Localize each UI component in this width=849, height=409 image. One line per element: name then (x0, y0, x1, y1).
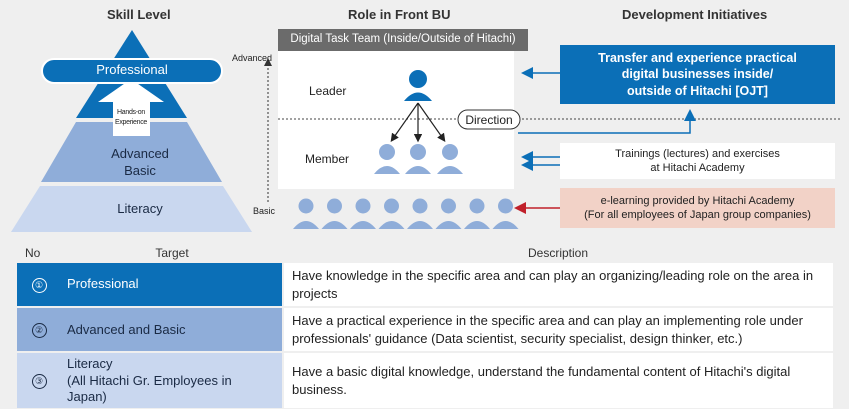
row-target: Literacy (All Hitachi Gr. Employees in J… (61, 352, 283, 409)
literacy-person-icon (350, 198, 376, 229)
trainings-text: Trainings (lectures) and exercises at Hi… (560, 143, 835, 179)
header-role: Role in Front BU (348, 7, 451, 22)
table-row: ① Professional Have knowledge in the spe… (17, 263, 833, 309)
pyramid-advanced-tier (41, 122, 222, 182)
hands-on-label: Hands-on Experience (108, 108, 154, 128)
header-skill-level: Skill Level (107, 7, 171, 22)
skill-description-table: No Target Description ① Professional Hav… (17, 243, 833, 409)
leader-icon (404, 70, 432, 101)
row-description: Have a practical experience in the speci… (282, 307, 833, 354)
member-label: Member (305, 152, 350, 166)
professional-banner (41, 58, 223, 84)
literacy-person-icon (492, 198, 519, 229)
row-target-line: (All Hitachi Gr. Employees in (67, 372, 232, 388)
row-number: ③ (17, 352, 61, 409)
literacy-person-icon (293, 198, 319, 229)
ojt-text: Transfer and experience practical digita… (560, 45, 835, 104)
elearning-line2: (For all employees of Japan group compan… (584, 209, 811, 221)
literacy-person-icon (321, 198, 348, 229)
hands-on-line2: Experience (114, 119, 148, 126)
header-development: Development Initiatives (622, 7, 768, 22)
basic-label: Basic (124, 163, 156, 178)
row-description: Have a basic digital knowledge, understa… (282, 352, 833, 409)
trainings-line2: at Hitachi Academy (650, 162, 745, 174)
table-header-row: No Target Description (17, 243, 833, 263)
row-number-badge: ① (31, 278, 47, 294)
row-target-line: Literacy (67, 356, 113, 372)
table-row: ③ Literacy (All Hitachi Gr. Employees in… (17, 352, 833, 409)
literacy-person-icon (407, 198, 433, 229)
ojt-line3: outside of Hitachi [OJT] (627, 83, 768, 98)
pyramid-literacy-tier (11, 186, 252, 232)
row-target-line: Advanced and Basic (67, 321, 186, 337)
hands-on-line1: Hands-on (117, 109, 145, 116)
literacy-icons (293, 198, 519, 229)
ojt-line2: digital businesses inside/ (621, 67, 774, 82)
table-row: ② Advanced and Basic Have a practical ex… (17, 307, 833, 354)
ojt-line1: Transfer and experience practical (598, 51, 797, 66)
row-target: Advanced and Basic (61, 307, 283, 354)
advanced-basic-label: Advanced Basic (80, 145, 200, 179)
row-number-badge: ③ (31, 374, 47, 390)
trainings-line1: Trainings (lectures) and exercises (615, 147, 780, 160)
row-number: ② (17, 307, 61, 354)
col-description: Description (527, 246, 589, 260)
elearning-text: e-learning provided by Hitachi Academy (… (560, 188, 835, 228)
literacy-person-icon (464, 198, 490, 229)
elearning-box (560, 188, 835, 228)
row-number: ① (17, 263, 61, 309)
row-target-line: Professional (67, 276, 139, 292)
row-target-line: Japan) (67, 388, 107, 404)
direction-bubble (457, 109, 521, 130)
member-icons (374, 144, 463, 174)
elearning-line1: e-learning provided by Hitachi Academy (600, 194, 795, 207)
team-title-bar (278, 29, 528, 51)
professional-label: Professional (96, 62, 168, 77)
row-target: Professional (61, 263, 283, 309)
row-number-badge: ② (31, 323, 47, 339)
team-title: Digital Task Team (Inside/Outside of Hit… (290, 33, 516, 45)
literacy-person-icon (378, 198, 405, 229)
axis-basic-label: Basic (253, 206, 276, 216)
hands-on-arrow (98, 79, 164, 136)
row-description: Have knowledge in the specific area and … (282, 263, 833, 309)
axis-advanced-label: Advanced (232, 53, 273, 63)
col-target: Target (155, 246, 189, 260)
diagram-canvas (11, 29, 840, 232)
trainings-box (560, 143, 835, 179)
ojt-box (560, 45, 835, 104)
col-no: No (25, 246, 41, 260)
literacy-label: Literacy (117, 201, 163, 216)
direction-label: Direction (465, 113, 513, 127)
leader-label: Leader (309, 84, 347, 98)
advanced-label: Advanced (111, 146, 169, 161)
literacy-person-icon (435, 198, 462, 229)
